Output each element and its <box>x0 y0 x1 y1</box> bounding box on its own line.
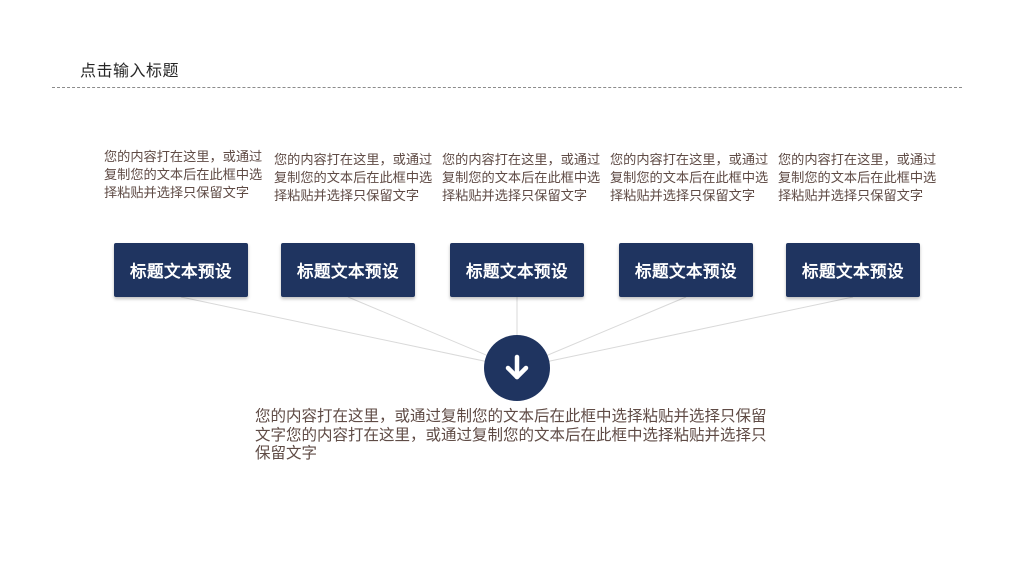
column-description: 您的内容打在这里，或通过复制您的文本后在此框中选择粘贴并选择只保留文字 <box>274 153 433 204</box>
column-title-box: 标题文本预设 <box>281 243 415 297</box>
column-title-box: 标题文本预设 <box>450 243 584 297</box>
summary-text: 您的内容打在这里，或通过复制您的文本后在此框中选择粘贴并选择只保留文字您的内容打… <box>255 407 767 462</box>
title-divider <box>52 87 962 88</box>
column-description: 您的内容打在这里，或通过复制您的文本后在此框中选择粘贴并选择只保留文字 <box>778 153 937 204</box>
connector-line <box>516 296 854 369</box>
column-description: 您的内容打在这里，或通过复制您的文本后在此框中选择粘贴并选择只保留文字 <box>610 153 769 204</box>
column-description: 您的内容打在这里，或通过复制您的文本后在此框中选择粘贴并选择只保留文字 <box>104 150 263 201</box>
column-title-box: 标题文本预设 <box>786 243 920 297</box>
page-title: 点击输入标题 <box>80 61 180 80</box>
column-title-box: 标题文本预设 <box>619 243 753 297</box>
column-title-box: 标题文本预设 <box>114 243 248 297</box>
connector-line <box>180 296 518 369</box>
arrow-down-icon <box>484 335 550 401</box>
column-description: 您的内容打在这里，或通过复制您的文本后在此框中选择粘贴并选择只保留文字 <box>442 153 601 204</box>
